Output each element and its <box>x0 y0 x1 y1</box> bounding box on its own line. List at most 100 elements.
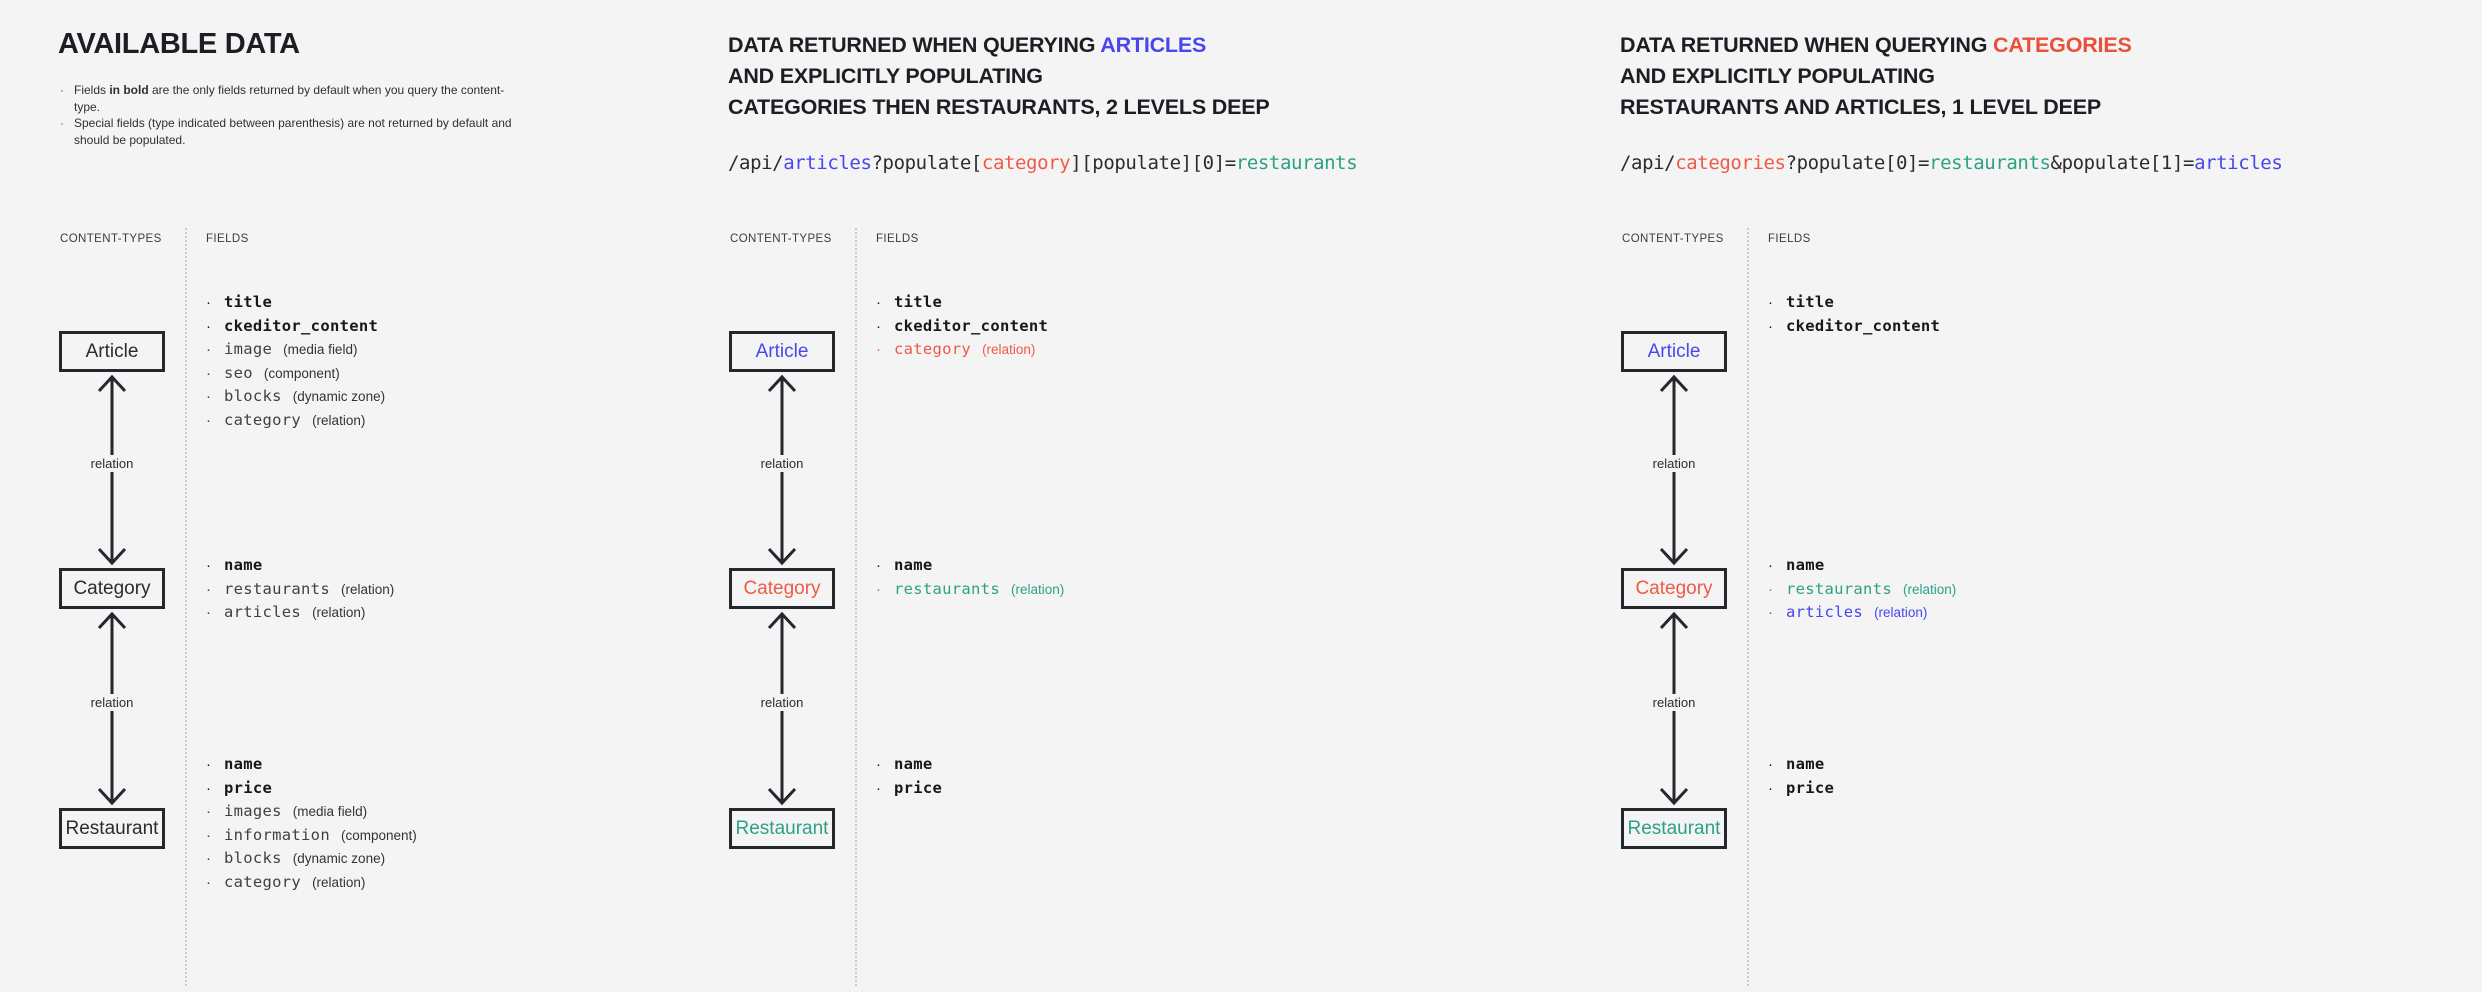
bullet-icon: · <box>60 116 64 130</box>
field-name: ckeditor_content <box>894 316 1049 335</box>
note-text: Special fields (type indicated between p… <box>74 116 512 147</box>
content-type-box-category: Category <box>1621 568 1727 609</box>
title-line: DATA RETURNED WHEN QUERYING ARTICLES <box>728 33 1207 57</box>
bullet-icon: · <box>206 411 211 429</box>
title-line: CATEGORIES THEN RESTAURANTS, 2 LEVELS DE… <box>728 95 1270 119</box>
relation-label: relation <box>1647 455 1701 472</box>
field-name: title <box>1786 293 1835 311</box>
note-text: Fields in bold are the only fields retur… <box>74 83 505 114</box>
bullet-icon: · <box>876 294 881 311</box>
bullet-icon: · <box>1768 317 1773 335</box>
field-type: (dynamic zone) <box>292 851 386 867</box>
field-type: (relation) <box>312 874 366 890</box>
bullet-icon: · <box>876 341 881 359</box>
bullet-icon: · <box>206 779 211 797</box>
field-list-category: ·name ·restaurants(relation) ·articles(r… <box>1768 556 1956 627</box>
field-name: price <box>1786 778 1835 797</box>
field-name: images <box>224 802 282 821</box>
content-type-box-article: Article <box>729 331 835 372</box>
bullet-icon: · <box>1768 779 1773 797</box>
field-name: blocks <box>224 387 282 406</box>
field-item: ·image(media field) <box>206 340 389 364</box>
field-name: restaurants <box>894 579 1000 598</box>
field-item: · images (media field) <box>206 802 417 826</box>
note-item: · Special fields (type indicated between… <box>60 115 526 148</box>
dotted-divider <box>1747 228 1749 986</box>
field-name: name <box>1786 755 1825 773</box>
note-item: · Fields in bold are the only fields ret… <box>60 82 526 115</box>
field-item: ·name <box>206 755 417 779</box>
box-label: Article <box>85 340 139 362</box>
bullet-icon: · <box>206 364 211 382</box>
field-type: (media field) <box>283 342 358 358</box>
relation-label: relation <box>755 455 809 472</box>
field-item: ·name <box>1768 755 1845 779</box>
field-item: ·name <box>206 556 394 580</box>
field-list-restaurant: ·name · price <box>1768 755 1845 802</box>
relation-connector: relation <box>755 611 809 806</box>
field-item: ·name <box>876 556 1064 580</box>
field-type: (component) <box>263 365 340 381</box>
field-item: ·category(relation) <box>206 411 389 435</box>
content-type-box-restaurant: Restaurant <box>59 808 165 849</box>
box-label: Restaurant <box>735 817 829 839</box>
field-name: name <box>1786 556 1825 574</box>
field-item: ·ckeditor_content <box>206 317 389 341</box>
column-header-content-types: CONTENT-TYPES <box>60 233 162 245</box>
bullet-icon: · <box>876 756 881 773</box>
field-item: ·price <box>876 779 953 803</box>
panel-query-articles: DATA RETURNED WHEN QUERYING ARTICLES AND… <box>728 0 1396 992</box>
column-header-content-types: CONTENT-TYPES <box>730 233 832 245</box>
field-list-category: ·name ·restaurants(relation) <box>876 556 1064 603</box>
api-endpoint: /api/articles?populate[category][populat… <box>728 152 1358 174</box>
content-type-box-restaurant: Restaurant <box>729 808 835 849</box>
field-name: image <box>224 340 273 359</box>
field-list-article: ·title ·ckeditor_content ·category(relat… <box>876 293 1059 364</box>
title-line: AND EXPLICITLY POPULATING <box>728 64 1043 88</box>
field-item: ·articles(relation) <box>1768 603 1956 627</box>
field-name: name <box>894 755 933 773</box>
field-name: title <box>224 293 273 311</box>
field-name: articles <box>1786 603 1864 622</box>
panel-available-data: AVAILABLE DATA · Fields in bold are the … <box>58 0 726 992</box>
panel-title: AVAILABLE DATA <box>58 28 300 60</box>
dotted-divider <box>855 228 857 986</box>
field-name: price <box>894 778 943 797</box>
bullet-icon: · <box>206 294 211 311</box>
field-item: ·ckeditor_content <box>1768 317 1951 341</box>
field-item: ·category(relation) <box>876 340 1059 364</box>
field-name: information <box>224 825 330 844</box>
relation-label: relation <box>755 693 809 711</box>
panel-title: DATA RETURNED WHEN QUERYING ARTICLES AND… <box>728 30 1270 123</box>
title-line: RESTAURANTS AND ARTICLES, 1 LEVEL DEEP <box>1620 95 2101 119</box>
field-type: (relation) <box>340 581 395 597</box>
dotted-divider <box>185 228 187 986</box>
field-item: ·blocks(dynamic zone) <box>206 387 389 411</box>
field-type: (media field) <box>292 804 368 820</box>
box-label: Restaurant <box>65 817 159 839</box>
content-type-box-category: Category <box>59 568 165 609</box>
box-label: Category <box>743 577 821 599</box>
field-name: price <box>224 778 273 797</box>
field-name: category <box>894 340 972 359</box>
field-name: restaurants <box>1786 579 1892 598</box>
field-item: ·restaurants(relation) <box>1768 580 1956 604</box>
column-header-fields: FIELDS <box>876 233 919 245</box>
field-type: (relation) <box>312 605 366 621</box>
field-type: (relation) <box>1902 581 1957 597</box>
box-label: Category <box>1635 577 1713 599</box>
bullet-icon: · <box>206 873 211 891</box>
field-item: · price <box>1768 779 1845 803</box>
bullet-icon: · <box>206 388 211 406</box>
field-name: ckeditor_content <box>224 316 379 335</box>
field-item: ·title <box>876 293 1059 317</box>
bullet-icon: · <box>1768 557 1773 574</box>
box-label: Restaurant <box>1627 817 1721 839</box>
field-name: name <box>224 755 263 773</box>
bullet-icon: · <box>206 803 211 821</box>
field-item: ·title <box>1768 293 1951 317</box>
bullet-icon: · <box>206 826 211 844</box>
field-list-restaurant: ·name ·price ·images(media field) ·infor… <box>206 755 417 897</box>
box-label: Category <box>73 577 151 599</box>
